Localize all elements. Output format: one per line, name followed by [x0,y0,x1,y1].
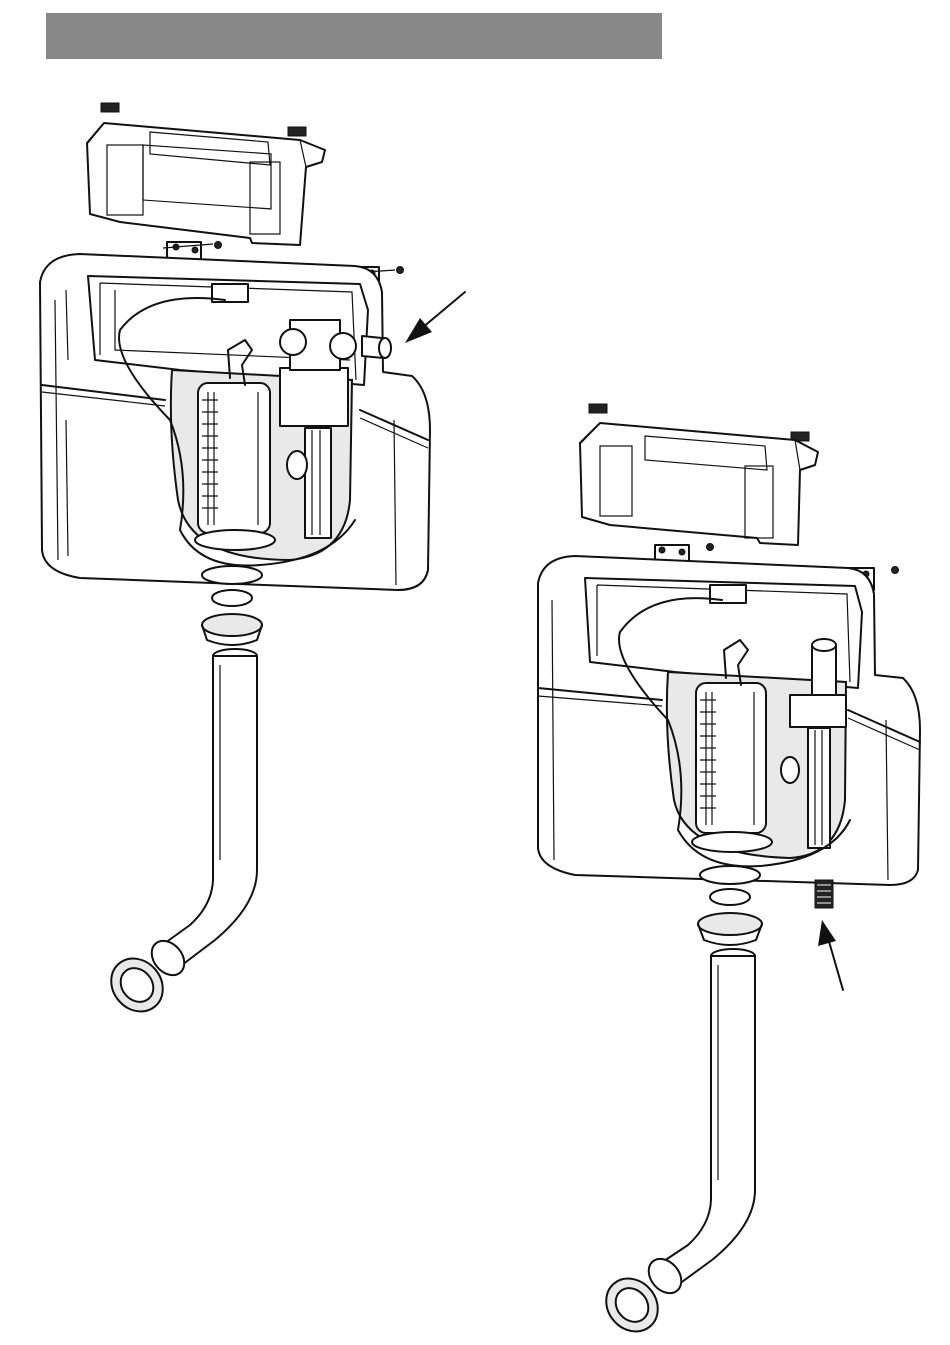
rubber-seal [202,614,262,636]
cover-plate [87,123,325,245]
flush-pipe [101,649,257,1022]
cistern-bottom-inlet [538,404,920,1342]
cistern-side-inlet [40,103,465,1022]
clip-left [589,404,607,413]
seal-ring [710,889,750,905]
inlet-arrow [405,292,465,343]
cover-plate [580,423,818,545]
bottom-inlet [815,880,833,908]
switch [710,585,746,603]
clip-right [288,127,306,136]
outlet-flange [202,566,262,584]
inlet-arrow [818,920,843,990]
flush-pipe [596,949,755,1342]
seal-ring [212,590,252,606]
clip-left [101,103,119,112]
outlet-flange [700,866,760,884]
rubber-seal [698,913,762,935]
